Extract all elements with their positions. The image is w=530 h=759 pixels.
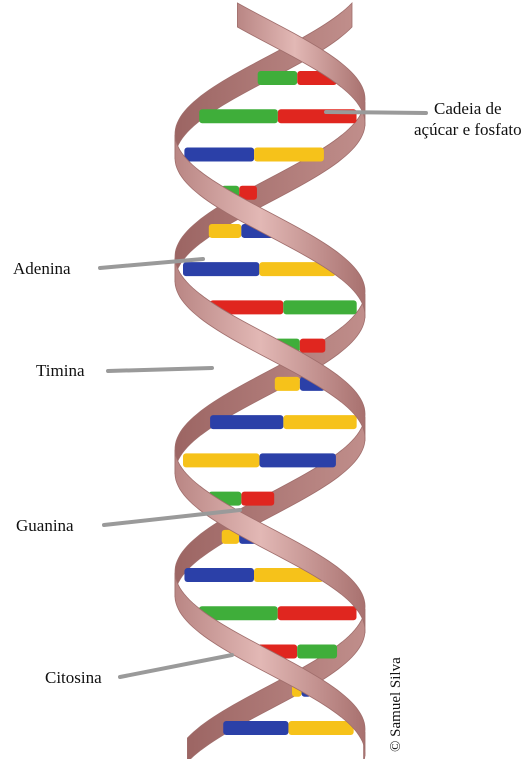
base-thymine-2 — [254, 147, 324, 161]
base-guanine-6 — [283, 300, 356, 314]
sugar-phosphate-label-line1: Cadeia de — [414, 98, 522, 119]
base-adenine-9 — [210, 415, 283, 429]
base-adenine-2 — [184, 147, 254, 161]
base-cytosine-14 — [278, 606, 357, 620]
copyright-credit: © Samuel Silva — [388, 657, 405, 752]
base-thymine-8 — [275, 377, 300, 391]
base-thymine-17 — [288, 721, 353, 735]
base-thymine-10 — [183, 453, 259, 467]
base-guanine-0 — [258, 71, 298, 85]
guanine-label: Guanina — [16, 515, 74, 536]
base-thymine-9 — [283, 415, 356, 429]
base-guanine-15 — [297, 645, 337, 659]
thymine-label: Timina — [36, 360, 85, 381]
thymine-leader — [108, 368, 212, 371]
cytosine-leader — [120, 655, 232, 677]
base-adenine-10 — [259, 453, 335, 467]
adenine-label: Adenina — [13, 258, 71, 279]
base-cytosine-7 — [300, 339, 325, 353]
base-guanine-1 — [199, 109, 278, 123]
sugar-phosphate-label: Cadeia de açúcar e fosfato — [414, 98, 522, 140]
base-adenine-13 — [184, 568, 254, 582]
sugar-phosphate-leader — [326, 112, 426, 113]
base-thymine-4 — [209, 224, 241, 238]
base-adenine-5 — [183, 262, 259, 276]
sugar-phosphate-label-line2: açúcar e fosfato — [414, 119, 522, 140]
base-adenine-17 — [223, 721, 288, 735]
base-cytosine-11 — [241, 492, 274, 506]
cytosine-label: Citosina — [45, 667, 102, 688]
